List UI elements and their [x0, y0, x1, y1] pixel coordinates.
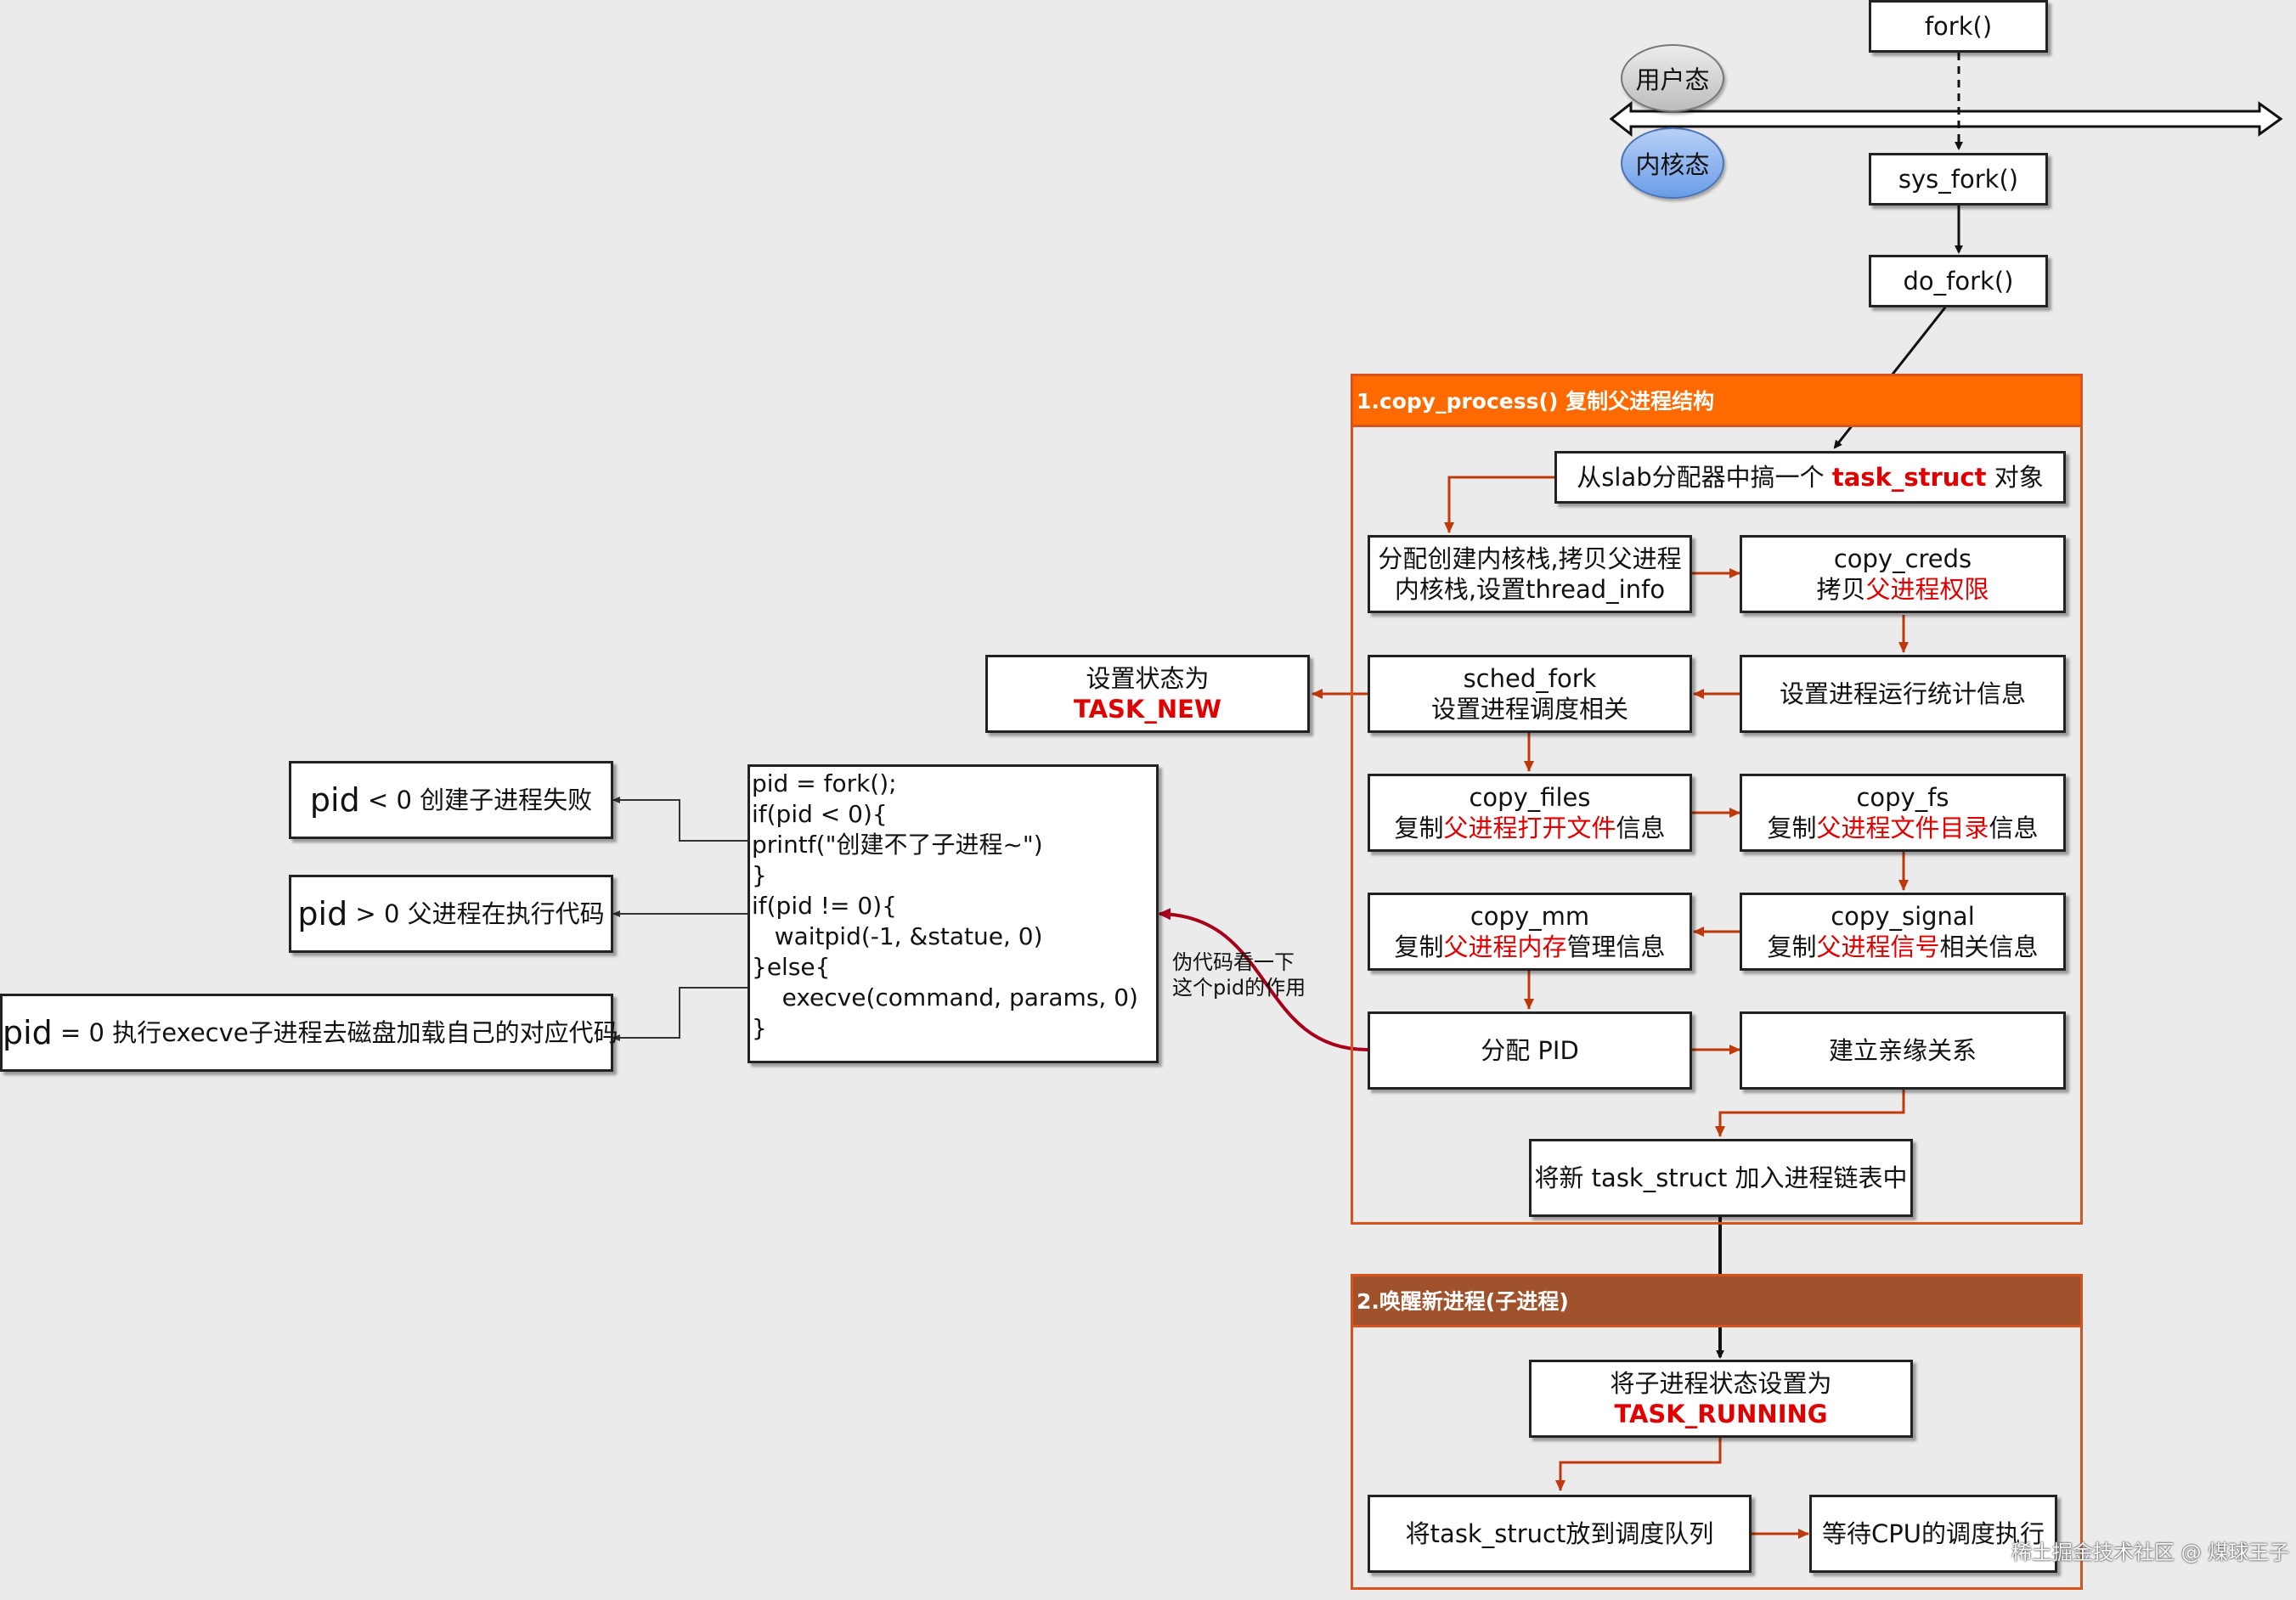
pid-less-than-zero-box: pid < 0 创建子进程失败: [289, 761, 613, 839]
copy-process-header: 1.copy_process() 复制父进程结构: [1353, 376, 2080, 427]
task-new-box: 设置状态为 TASK_NEW: [985, 655, 1310, 733]
do-fork-box: do_fork(): [1869, 255, 2048, 307]
kernel-mode-label: 内核态: [1621, 127, 1724, 199]
pseudo-code-box: pid = fork(); if(pid < 0){ printf("创建不了子…: [747, 764, 1159, 1063]
kernel-stack-box: 分配创建内核栈,拷贝父进程 内核栈,设置thread_info: [1368, 535, 1692, 613]
copy-signal-box: copy_signal 复制父进程信号相关信息: [1740, 893, 2066, 971]
wake-up-group: 2.唤醒新进程(子进程): [1351, 1274, 2083, 1590]
pid-equals-zero-box: pid = 0 执行execve子进程去磁盘加载自己的对应代码: [0, 994, 618, 1072]
sched-fork-box: sched_fork 设置进程调度相关: [1368, 655, 1692, 733]
code-line: }: [752, 861, 767, 889]
code-line: }: [752, 1014, 767, 1042]
code-line: if(pid < 0){: [752, 800, 888, 828]
fork-box: fork(): [1869, 0, 2048, 53]
wake-up-header: 2.唤醒新进程(子进程): [1353, 1276, 2080, 1327]
watermark: 稀土掘金技术社区 @ 煤球王子: [2011, 1541, 2290, 1564]
copy-process-group: 1.copy_process() 复制父进程结构: [1351, 374, 2083, 1225]
copy-files-box: copy_files 复制父进程打开文件信息: [1368, 774, 1692, 852]
user-mode-label: 用户态: [1621, 44, 1724, 112]
slab-alloc-box: 从slab分配器中搞一个 task_struct 对象: [1554, 451, 2066, 504]
kinship-box: 建立亲缘关系: [1740, 1011, 2066, 1090]
code-line: execve(command, params, 0): [752, 983, 1138, 1011]
code-line: pid = fork();: [752, 769, 897, 797]
pid-greater-than-zero-box: pid > 0 父进程在执行代码: [289, 875, 613, 953]
wait-cpu-box: 等待CPU的调度执行: [1809, 1495, 2057, 1573]
code-line: }else{: [752, 953, 831, 981]
sys-fork-box: sys_fork(): [1869, 153, 2048, 206]
code-line: printf("创建不了子进程~"): [752, 831, 1043, 859]
alloc-pid-box: 分配 PID: [1368, 1011, 1692, 1090]
code-line: waitpid(-1, &statue, 0): [752, 922, 1043, 950]
copy-fs-box: copy_fs 复制父进程文件目录信息: [1740, 774, 2066, 852]
run-stats-box: 设置进程运行统计信息: [1740, 655, 2066, 733]
copy-creds-box: copy_creds 拷贝父进程权限: [1740, 535, 2066, 613]
code-line: if(pid != 0){: [752, 892, 897, 920]
copy-mm-box: copy_mm 复制父进程内存管理信息: [1368, 893, 1692, 971]
pseudo-code-note: 伪代码看一下 这个pid的作用: [1172, 950, 1306, 1000]
enqueue-box: 将task_struct放到调度队列: [1368, 1495, 1752, 1573]
add-to-list-box: 将新 task_struct 加入进程链表中: [1529, 1139, 1913, 1217]
set-running-box: 将子进程状态设置为 TASK_RUNNING: [1529, 1360, 1913, 1438]
